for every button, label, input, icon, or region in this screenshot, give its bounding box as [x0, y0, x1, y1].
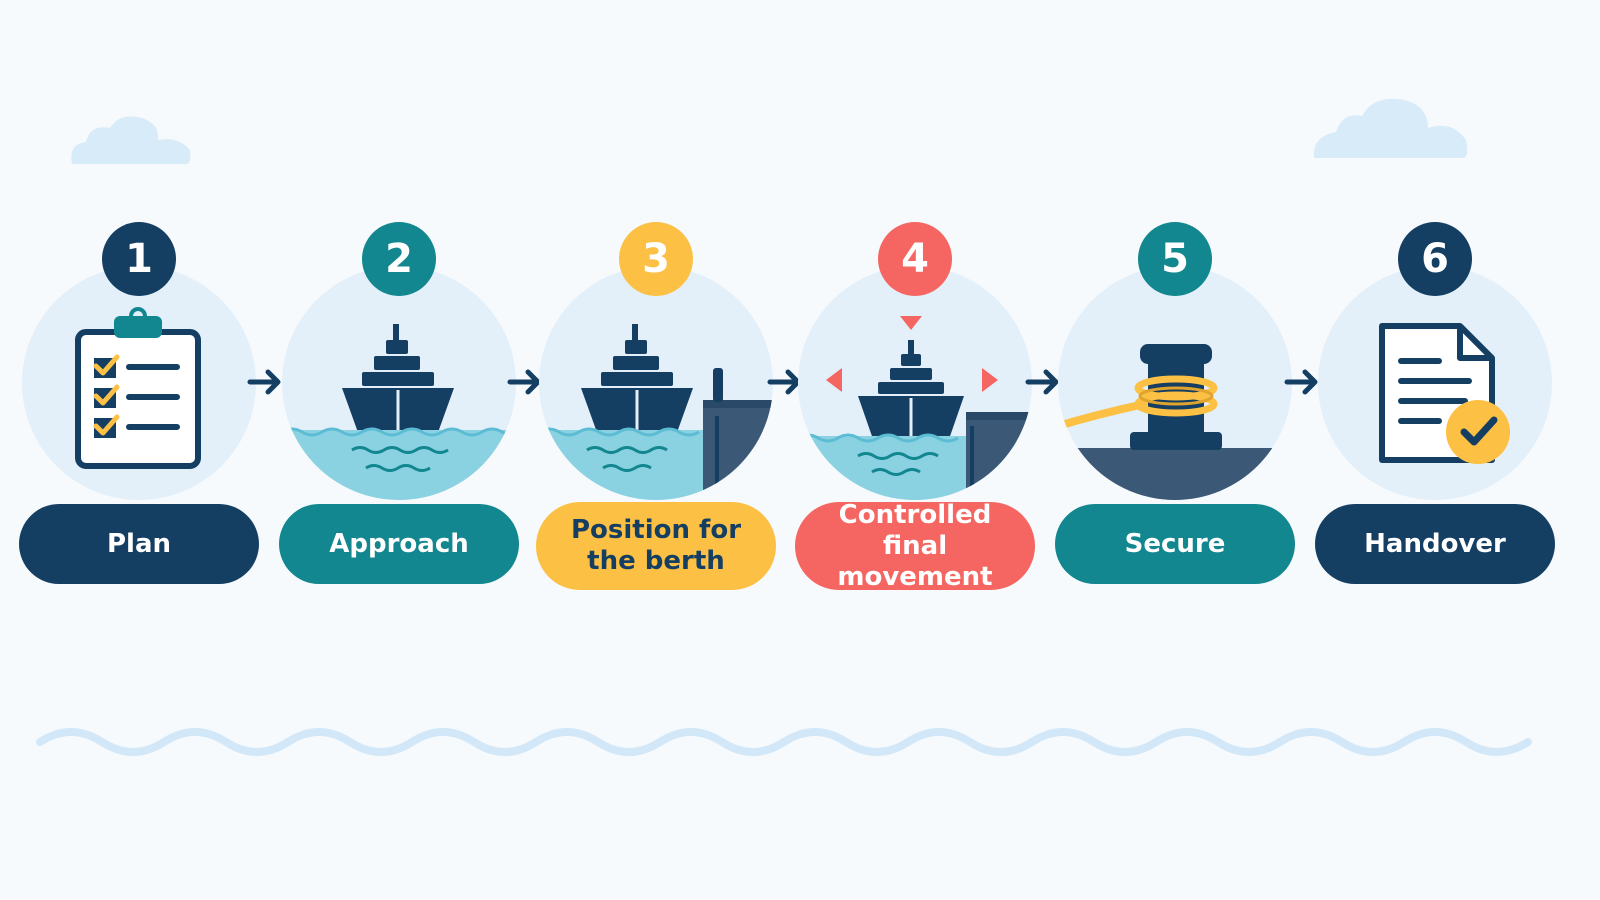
step-number-badge: 6	[1398, 222, 1472, 296]
clipboard-checklist-icon	[75, 307, 201, 469]
step-1: 1 Plan	[19, 222, 259, 592]
ship-on-water-icon	[282, 324, 516, 500]
step-icon-circle	[1058, 266, 1292, 500]
bollard-rope-icon	[1058, 344, 1292, 500]
step-label-pill: Controlled final movement	[795, 500, 1035, 592]
ship-near-berth-icon	[539, 324, 773, 500]
arrow-right-icon	[507, 369, 541, 395]
step-number-badge: 5	[1138, 222, 1212, 296]
wave-decoration-icon	[36, 728, 1532, 756]
step-number-badge: 1	[102, 222, 176, 296]
step-label-pill: Approach	[279, 504, 519, 584]
step-icon-circle	[282, 266, 516, 500]
step-number-badge: 2	[362, 222, 436, 296]
step-label-pill: Handover	[1315, 504, 1555, 584]
step-2: 2 Approach	[279, 222, 519, 592]
step-4: 4 Controlled final movement	[795, 222, 1035, 592]
step-icon-circle	[539, 266, 773, 500]
arrow-right-icon	[247, 369, 281, 395]
step-label-pill: Position for the berth	[536, 502, 776, 590]
ship-guided-arrows-icon	[798, 316, 1032, 500]
step-icon-circle	[1318, 266, 1552, 500]
step-label-pill: Plan	[19, 504, 259, 584]
step-icon-circle	[22, 266, 256, 500]
document-check-icon	[1379, 323, 1510, 464]
step-3: 3 Position for the berth	[536, 222, 776, 592]
step-label-pill: Secure	[1055, 504, 1295, 584]
step-number-badge: 3	[619, 222, 693, 296]
step-6: 6 Handover	[1315, 222, 1555, 592]
step-5: 5 Secure	[1055, 222, 1295, 592]
cloud-left-icon	[71, 116, 191, 164]
arrow-right-icon	[1284, 369, 1318, 395]
arrow-right-icon	[1025, 369, 1059, 395]
cloud-right-icon	[1313, 98, 1468, 158]
step-number-badge: 4	[878, 222, 952, 296]
step-icon-circle	[798, 266, 1032, 500]
